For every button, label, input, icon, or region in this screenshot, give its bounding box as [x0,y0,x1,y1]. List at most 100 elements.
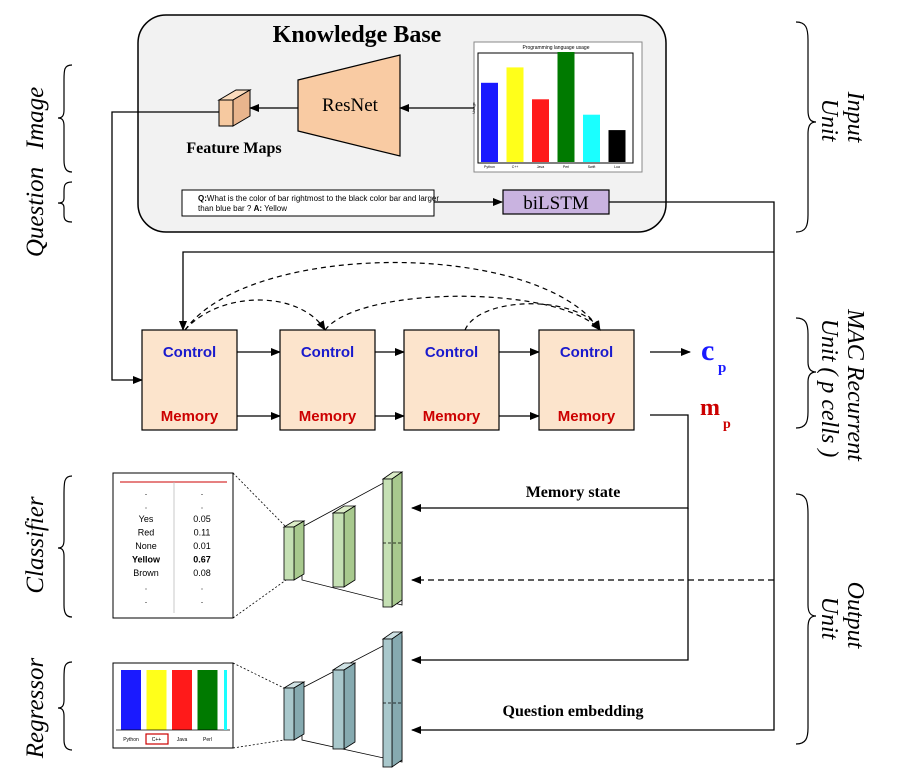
regressor-bar [172,670,192,730]
input-unit-label: Input Unit [816,91,868,149]
kb-chart-bar [532,99,549,162]
selected-bar-highlight [145,733,169,745]
kb-chart-tick-label: Java [537,165,544,169]
kb-chart-bar [608,130,626,162]
mac-cell-box [403,329,500,431]
mac-unit-brace [795,317,817,429]
memory-label: Memory [299,408,357,425]
classifier-label: Classifier [22,496,49,594]
question-prefix: Q: [198,194,207,203]
classifier-row-value: 0.67 [193,555,211,565]
classifier-row-label: . [145,582,148,592]
classifier-row-value: . [201,582,204,592]
kb-chart-bar [481,82,498,162]
control-label: Control [425,344,478,361]
kb-chart-bar [557,52,575,162]
resnet-block [297,54,401,157]
question-label: Question [22,167,49,257]
kb-chart-title: Programming language usage [523,45,590,51]
image-label: Image [22,87,49,150]
kb-chart: Programming language usage Usage PythonC… [471,41,643,173]
classifier-row-value: . [201,595,204,605]
kb-chart-tick-label: Perl [563,165,569,169]
classifier-row-label: . [145,487,148,497]
classifier-block-1 [282,520,306,581]
kb-chart-tick-label: Python [484,165,495,169]
feature-maps-cube [217,89,252,127]
classifier-row-value: 0.05 [193,514,211,524]
memory-label: Memory [423,408,481,425]
image-brace [57,64,73,173]
mac-unit-label: MAC Recurrent Unit ( p cells ) [816,308,868,467]
feature-maps-label: Feature Maps [186,140,281,157]
classifier-row-value: . [201,501,204,511]
regressor-tick-label: C++ [152,737,162,743]
classifier-row-label: . [145,595,148,605]
mac-cell-box [538,329,635,431]
output-unit-brace [795,493,817,745]
classifier-brace [57,475,73,618]
knowledge-base-title: Knowledge Base [273,22,442,48]
classifier-network [282,471,404,608]
kb-chart-bar [506,67,524,162]
kb-chart-tick-label: C++ [512,165,519,169]
question-brace [57,181,73,223]
regressor-network [282,631,404,768]
regressor-block-3 [381,631,404,768]
memory-state-label: Memory state [526,484,621,501]
kb-chart-tick-label: Lua [614,165,620,169]
regressor-tick-label: Java [177,737,188,743]
control-output-label: cp [701,334,726,376]
input-unit-brace [795,21,817,233]
kb-chart-plot-area [477,52,634,164]
classifier-row-value: . [201,487,204,497]
regressor-brace [57,661,73,751]
control-label: Control [560,344,613,361]
classifier-row-label: None [135,541,157,551]
question-embedding-label: Question embedding [503,703,644,720]
control-label: Control [163,344,216,361]
classifier-row-label: Red [138,528,155,538]
bilstm-label: biLSTM [523,193,589,214]
kb-chart-tick-label: Swift [588,165,596,169]
regressor-tick-label: Python [123,737,139,743]
mac-cell-box [141,329,238,431]
regressor-bar [146,670,167,730]
classifier-row-label: Yellow [132,555,161,565]
classifier-row-value: 0.01 [193,541,211,551]
regressor-bar [121,670,141,730]
answer-prefix: A: [254,204,262,213]
answer-text: Yellow [264,204,287,213]
memory-label: Memory [161,408,219,425]
mac-cell-box [279,329,376,431]
regressor-tick-label: Perl [203,737,212,743]
kb-chart-bar [583,114,600,162]
question-line1: What is the color of bar rightmost to th… [207,194,439,203]
regressor-block-2 [331,662,357,750]
left-labels: Image Question Classifier Regressor [22,64,73,760]
right-labels: Input Unit MAC Recurrent Unit ( p cells … [795,21,868,745]
regressor-block-1 [282,681,306,741]
question-line2: than blue bar ? [198,204,252,213]
classifier-row-label: Brown [133,568,159,578]
classifier-row-label: Yes [139,514,154,524]
classifier-block-2 [331,505,357,588]
regressor-chart: Python C++ Java Perl [112,662,234,749]
question-box [181,189,435,217]
memory-output-label: mp [700,395,731,432]
classifier-row-value: 0.08 [193,568,211,578]
question-text: Q:What is the color of bar rightmost to … [198,194,441,213]
regressor-bar [197,670,218,730]
regressor-label: Regressor [22,658,49,760]
classifier-row-value: 0.11 [194,528,211,538]
classifier-block-3 [381,471,404,608]
output-unit-label: Output Unit [816,582,868,655]
control-label: Control [301,344,354,361]
classifier-row-label: . [145,501,148,511]
